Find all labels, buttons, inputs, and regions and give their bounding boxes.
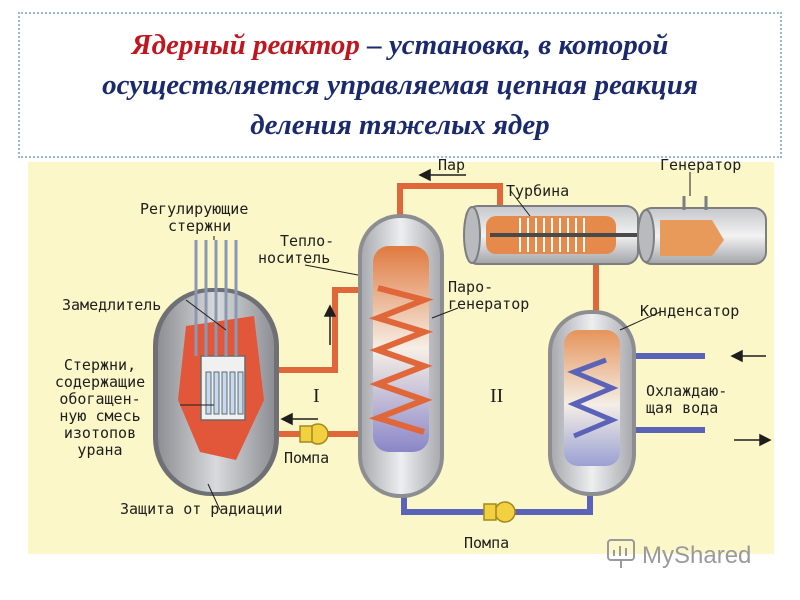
label-turbine: Турбина [506,182,569,200]
generator [637,196,767,265]
title-dash: – [359,29,389,61]
label-fuel-3: обогащен- [59,390,140,408]
label-condenser: Конденсатор [640,302,739,320]
label-coolant-2: носитель [258,249,330,267]
pump-secondary [483,501,516,523]
turbine [463,205,652,265]
label-coolant-1: Тепло- [280,232,334,250]
label-cooling-water-2: щая вода [646,399,718,417]
label-pump-primary: Помпа [284,449,329,467]
watermark-logo-icon [607,539,635,568]
fuel-rods [205,371,244,415]
label-steam: Пар [438,156,465,174]
label-fuel-rods: Стержни, содержащие обогащен- ную смесь … [55,356,145,459]
title-line-1: Ядерный реактор – установка, в которой [20,25,780,65]
label-control-rods-2: стержни [168,217,231,235]
title-line-3: деления тяжелых ядер [250,109,550,141]
label-circuit-1: I [313,385,320,407]
cooling-water-pipes [634,353,705,433]
control-rods [194,240,238,356]
steam-pipe [397,183,599,312]
label-steam-generator-2: генератор [448,295,529,313]
title-term: Ядерный реактор [131,29,360,61]
label-fuel-6: урана [77,441,122,459]
flow-arrows [280,168,772,447]
leader-lines [180,172,691,511]
label-radiation-shield: Защита от радиации [120,500,283,518]
watermark-text: MyShared [642,542,751,569]
label-generator: Генератор [660,156,741,174]
title-line-2: осуществляется управляемая цепная реакци… [102,69,698,101]
label-cooling-water-1: Охлаждаю- [646,382,727,400]
reactor-vessel [153,288,279,496]
label-fuel-5: изотопов [64,424,136,442]
watermark: MyShared [607,539,751,569]
title-line-1-rest: установка, в которой [388,29,669,61]
label-fuel-4: ную смесь [59,407,140,425]
label-control-rods-1: Регулирующие [140,200,248,218]
label-fuel-1: Стержни, [64,356,136,374]
label-moderator: Замедлитель [62,296,161,314]
label-circuit-2: II [490,385,503,407]
condenser-coil [567,357,619,439]
condenser [548,310,636,496]
heat-exchanger-coil [368,285,434,435]
pump-primary [299,423,329,445]
label-steam-generator-1: Паро- [448,278,493,296]
label-fuel-2: содержащие [55,373,145,391]
primary-hot-pipe [258,287,376,373]
label-pump-secondary: Помпа [464,534,509,552]
title-box: Ядерный реактор – установка, в которой о… [18,12,782,158]
steam-generator [358,214,444,498]
